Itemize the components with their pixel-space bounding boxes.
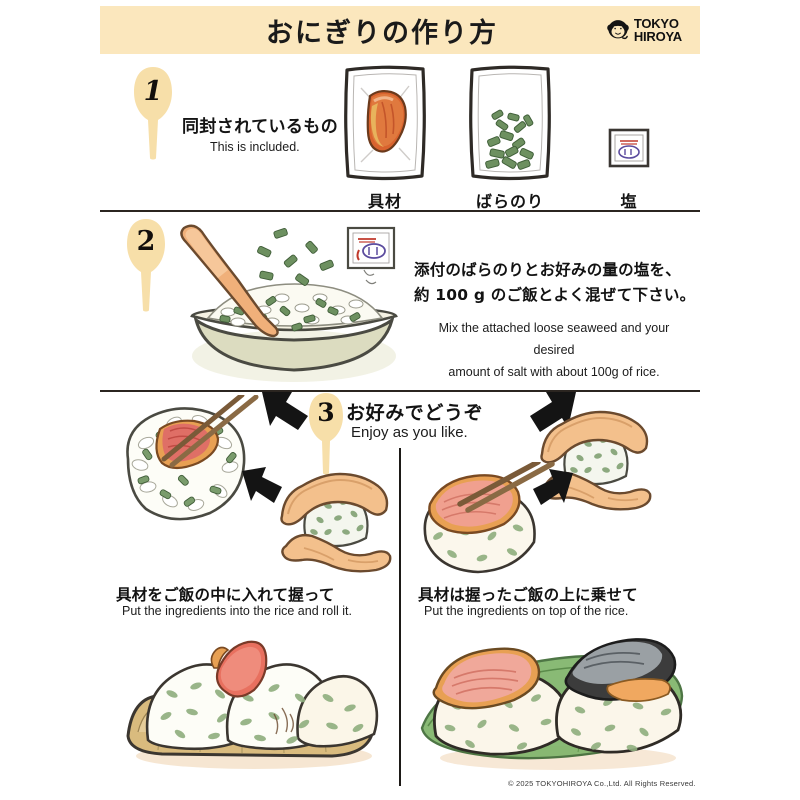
- step-1-title-en: This is included.: [210, 140, 300, 154]
- arrow-down-left-panel-icon: [262, 392, 308, 430]
- divider-2: [100, 390, 700, 392]
- right-panel-caption-jp: 具材は握ったご飯の上に乗せて: [418, 586, 638, 604]
- hands-shaping-rice-ball-icon-right: [536, 400, 654, 512]
- arrow-diagonal-left-panel-icon: [242, 467, 282, 503]
- arrow-diagonal-right-panel-icon: [533, 469, 573, 505]
- step-2-text-en-line2: amount of salt with about 100g of rice.: [448, 364, 660, 379]
- onigiri-on-bamboo-leaf-icon: [122, 628, 387, 773]
- rice-ball-topped-with-fish-icon: [412, 459, 562, 584]
- step-3-title-jp: お好みでどうぞ: [346, 402, 484, 424]
- step-2-text-jp-line2: 約 100 g のご飯とよく混ぜて下さい。: [414, 285, 696, 304]
- step-2-text-en: Mix the attached loose seaweed and your …: [420, 318, 688, 384]
- ingredient-pouch-icon: [341, 62, 429, 184]
- step-1-paddle-icon: 1: [133, 66, 173, 161]
- two-onigiri-on-green-leaf-icon: [418, 624, 690, 774]
- panel-divider: [399, 448, 401, 786]
- step-1-number: 1: [143, 76, 163, 107]
- step-2-text-en-line1: Mix the attached loose seaweed and your …: [438, 321, 670, 357]
- logo-line-1: TOKYO: [633, 15, 679, 31]
- rice-bowl-with-paddle-icon: [168, 216, 418, 386]
- step-2-paddle-icon: 2: [126, 218, 166, 313]
- step-2-text-jp-line1: 添付のばらのりとお好みの量の塩を、: [414, 261, 681, 279]
- salt-packet-icon: [607, 127, 651, 169]
- right-panel-caption-en: Put the ingredients on top of the rice.: [424, 604, 629, 618]
- salt-packet-label: 塩: [620, 192, 638, 211]
- left-panel-caption-jp: 具材をご飯の中に入れて握って: [116, 586, 335, 604]
- step-2-text-jp: 添付のばらのりとお好みの量の塩を、 約 100 g のご飯とよく混ぜて下さい。: [414, 258, 695, 308]
- step-3-number: 3: [317, 398, 335, 427]
- step-3-title-en: Enjoy as you like.: [351, 424, 468, 441]
- seaweed-pouch-icon: [466, 62, 554, 184]
- monkey-face-icon: [607, 20, 629, 40]
- step-1-title-jp: 同封されているもの: [182, 117, 339, 137]
- ingredient-pouch-label: 具材: [367, 192, 402, 211]
- divider-1: [100, 210, 700, 212]
- page-title: おにぎりの作り方: [266, 17, 498, 49]
- step-2-number: 2: [136, 226, 156, 257]
- rice-with-chopsticks-icon: [112, 392, 262, 535]
- logo-line-2: HIROYA: [633, 29, 682, 44]
- hands-shaping-rice-ball-icon: [276, 462, 394, 574]
- header-band: おにぎりの作り方 TOKYO HIROYA: [100, 6, 700, 54]
- logo-text: TOKYO HIROYA: [633, 15, 682, 44]
- left-panel-caption-en: Put the ingredients into the rice and ro…: [122, 604, 352, 618]
- step-3-paddle-icon: 3: [308, 392, 344, 476]
- seaweed-pouch-label: ばらのり: [475, 192, 544, 211]
- copyright-text: © 2025 TOKYOHIROYA Co.,Ltd. All Rights R…: [508, 779, 696, 788]
- brand-logo: TOKYO HIROYA: [606, 15, 682, 44]
